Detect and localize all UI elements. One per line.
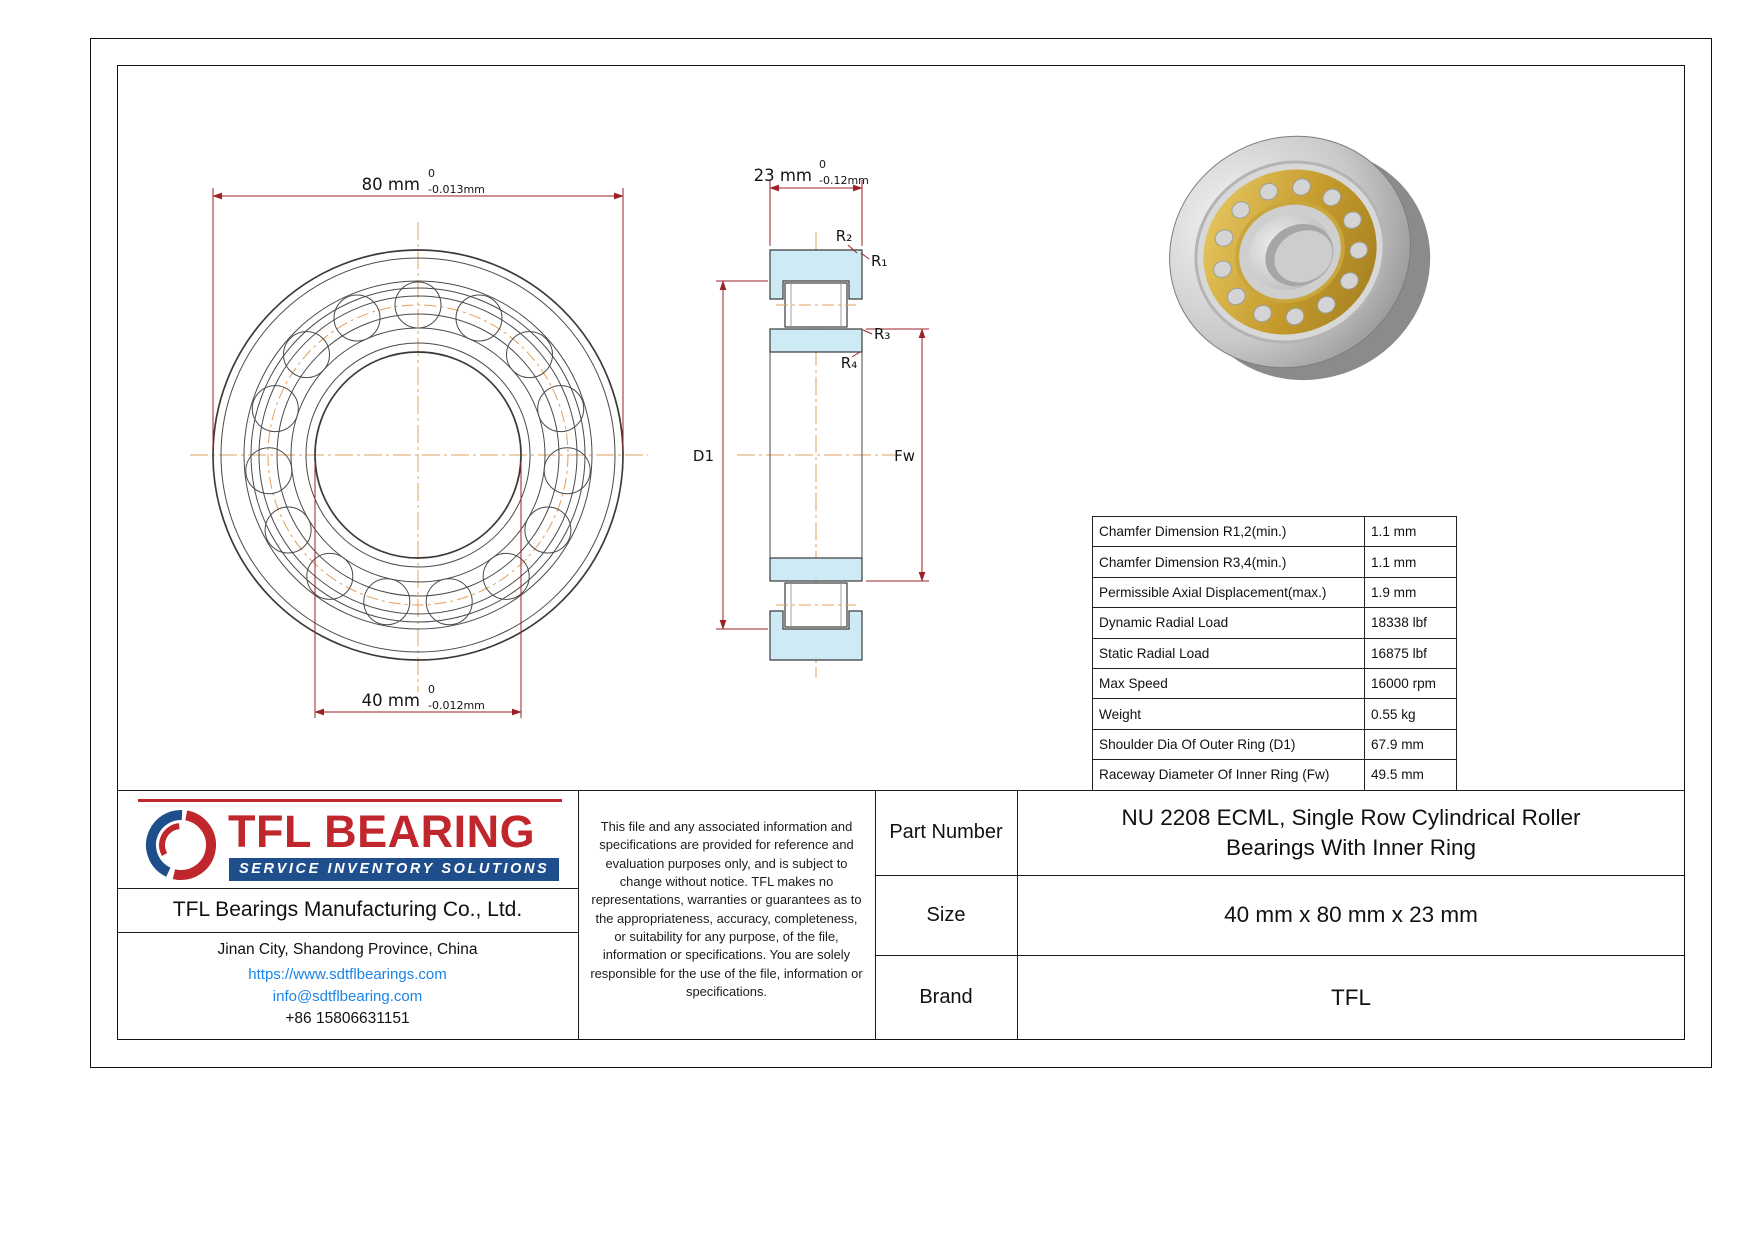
bearing-photo — [1169, 135, 1431, 381]
chamfer-labels: R₂ R₁ R₃ R₄ — [836, 227, 891, 372]
spec-value: 1.1 mm — [1365, 547, 1457, 578]
company-address: Jinan City, Shandong Province, China — [217, 941, 478, 958]
dim-d1: D1 — [693, 280, 768, 630]
bore — [314, 351, 522, 559]
field-size-label: Size — [926, 903, 966, 926]
cage-inner — [276, 313, 560, 597]
brand-tagline: SERVICE INVENTORY SOLUTIONS — [229, 858, 560, 881]
inner-ring-section-top — [769, 328, 863, 353]
d1-label: D1 — [693, 447, 714, 465]
roller-set — [245, 281, 591, 626]
technical-drawing: 80 mm 0 -0.013mm 40 mm 0 -0.012mm — [190, 158, 929, 718]
outer-ring-section-top — [769, 249, 863, 300]
inner-ring-section-bottom — [769, 557, 863, 582]
outer-border — [90, 38, 1712, 1068]
width-tol-lower: -0.12mm — [819, 174, 869, 187]
od-tol-upper: 0 — [428, 167, 435, 180]
outer-ring-section-bottom — [769, 610, 863, 661]
field-brand-label: Brand — [919, 986, 973, 1008]
disclaimer-text: This file and any associated information… — [590, 819, 863, 999]
fw-label: Fw — [894, 447, 915, 465]
outer-ring-od — [212, 249, 624, 661]
od-value: 80 mm — [362, 175, 420, 194]
field-size-value: 40 mm x 80 mm x 23 mm — [1224, 902, 1478, 928]
brand-wordmark: TFL BEARING — [228, 806, 536, 857]
spec-value: 67.9 mm — [1365, 729, 1457, 761]
outer-ring-shoulder — [243, 280, 593, 630]
r1-label: R₁ — [871, 252, 887, 270]
logo-rule — [138, 799, 562, 802]
spec-value: 49.5 mm — [1365, 760, 1457, 791]
width-value: 23 mm — [754, 166, 812, 185]
spec-label: Static Radial Load — [1093, 638, 1365, 669]
inner-border — [117, 65, 1685, 1040]
dim-outer-diameter: 80 mm 0 -0.013mm — [212, 167, 624, 450]
section-view — [737, 232, 898, 678]
tfl-logo-icon — [146, 810, 216, 880]
spec-value: 18338 lbf — [1365, 608, 1457, 639]
spec-value: 1.1 mm — [1365, 517, 1457, 548]
inner-ring-raceway — [290, 327, 546, 583]
photo-rollers — [1213, 178, 1369, 326]
company-name: TFL Bearings Manufacturing Co., Ltd. — [172, 898, 523, 921]
spec-label: Raceway Diameter Of Inner Ring (Fw) — [1093, 760, 1365, 791]
pitch-circle — [267, 304, 569, 606]
cage-outer — [258, 295, 578, 615]
r3-label: R₃ — [874, 325, 890, 343]
spec-label: Chamfer Dimension R1,2(min.) — [1093, 517, 1365, 548]
width-tol-upper: 0 — [819, 158, 826, 171]
field-part-number-value: NU 2208 ECML, Single Row Cylindrical Rol… — [1121, 804, 1581, 860]
field-brand-value: TFL — [1330, 984, 1371, 1010]
spec-label: Permissible Axial Displacement(max.) — [1093, 577, 1365, 609]
bearing-photo-group — [1169, 135, 1431, 381]
spec-label: Max Speed — [1093, 668, 1365, 700]
od-tol-lower: -0.013mm — [428, 183, 485, 196]
r4-label: R₄ — [841, 354, 857, 372]
dim-width: 23 mm 0 -0.12mm — [754, 158, 869, 246]
spec-label: Chamfer Dimension R3,4(min.) — [1093, 547, 1365, 578]
dim-bore-diameter: 40 mm 0 -0.012mm — [314, 462, 522, 718]
website-link[interactable]: https://www.sdtflbearings.com — [248, 965, 447, 983]
dim-fw: Fw — [866, 328, 929, 582]
front-view — [190, 222, 648, 692]
spec-value: 1.9 mm — [1365, 577, 1457, 609]
r2-label: R₂ — [836, 227, 852, 245]
bore-value: 40 mm — [362, 691, 420, 710]
spec-value: 16000 rpm — [1365, 668, 1457, 700]
spec-value: 0.55 kg — [1365, 699, 1457, 730]
spec-value: 16875 lbf — [1365, 638, 1457, 669]
bore-tol-upper: 0 — [428, 683, 435, 696]
field-part-number-label: Part Number — [889, 821, 1003, 843]
spec-table: Chamfer Dimension R1,2(min.)1.1 mm Chamf… — [1092, 516, 1457, 791]
spec-label: Shoulder Dia Of Outer Ring (D1) — [1093, 729, 1365, 761]
spec-label: Weight — [1093, 699, 1365, 730]
email-link[interactable]: info@sdtflbearing.com — [272, 987, 423, 1005]
spec-label: Dynamic Radial Load — [1093, 608, 1365, 639]
phone-number: +86 15806631151 — [285, 1010, 410, 1027]
bore-tol-lower: -0.012mm — [428, 699, 485, 712]
